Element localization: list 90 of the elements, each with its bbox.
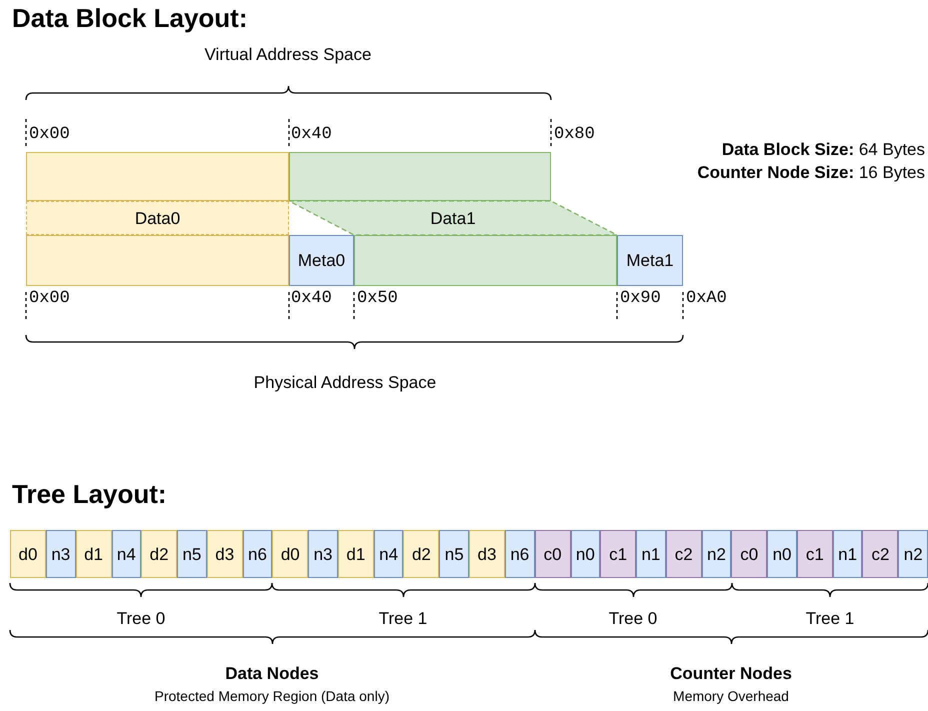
brace-label: Virtual Address Space: [204, 44, 372, 66]
node-label: c1: [806, 546, 824, 562]
tree-node-cell: [46, 530, 76, 578]
node-label: n2: [904, 546, 923, 562]
node-label: n4: [116, 546, 136, 562]
node-label: c2: [674, 546, 693, 562]
brace-label: Tree 1: [806, 608, 854, 630]
tree-node-cell: [374, 530, 404, 578]
brace-label: Counter Nodes: [670, 663, 792, 684]
data-node-cell: [141, 530, 178, 578]
node-label: n5: [444, 546, 464, 562]
data-node-cell: [338, 530, 374, 578]
data-node-cell: [403, 530, 440, 578]
brace-label: Tree 0: [608, 608, 658, 630]
address-label: 0xA0: [686, 288, 727, 310]
node-label: n0: [576, 546, 595, 562]
data-block: [354, 235, 617, 286]
brace-sublabel: Protected Memory Region (Data only): [154, 688, 390, 706]
size-note: Data Block Size: 64 Bytes: [722, 139, 925, 160]
data-node-cell: [76, 530, 112, 578]
node-label: d3: [215, 546, 234, 562]
tree-node-cell: [505, 530, 535, 578]
counter-node-cell: [731, 530, 768, 578]
node-label: d0: [18, 546, 38, 562]
node-label: d2: [412, 546, 431, 562]
node-label: Meta0: [298, 252, 346, 269]
tree-node-cell: [308, 530, 338, 578]
data-node-cell: [206, 530, 243, 578]
node-label: c0: [544, 546, 562, 562]
tree-node-cell: [242, 530, 272, 578]
brace-label: Tree 0: [116, 608, 166, 630]
tree-node-cell: [636, 530, 666, 578]
counter-node-cell: [796, 530, 833, 578]
section-heading: Tree Layout:: [12, 478, 167, 510]
node-label: c0: [740, 546, 758, 562]
node-label: d0: [280, 546, 300, 562]
tree-node-cell: [177, 530, 207, 578]
node-label: Data0: [134, 210, 180, 226]
brace-sublabel: Memory Overhead: [673, 688, 789, 706]
node-label: n3: [314, 546, 333, 562]
node-label: c2: [871, 546, 890, 562]
tree-node-cell: [112, 530, 142, 578]
node-label: n2: [707, 546, 726, 562]
tree-node-cell: [570, 530, 600, 578]
node-label: n1: [641, 546, 660, 562]
address-label: 0x40: [291, 288, 332, 310]
address-label: 0x50: [357, 288, 398, 310]
data-block: [289, 152, 551, 201]
counter-node-cell: [600, 530, 636, 578]
brace-label: Data Nodes: [225, 663, 319, 684]
counter-node-cell: [534, 530, 571, 578]
data-node-cell: [272, 530, 308, 578]
node-label: n4: [379, 546, 398, 562]
address-label: 0x80: [554, 124, 595, 146]
tree-node-cell: [702, 530, 732, 578]
tree-node-cell: [832, 530, 862, 578]
node-label: d2: [150, 546, 169, 562]
data-node-cell: [469, 530, 505, 578]
address-label: 0x00: [29, 124, 70, 146]
address-label: 0x40: [291, 124, 332, 146]
size-note: Counter Node Size: 16 Bytes: [697, 162, 925, 184]
address-label: 0x00: [29, 288, 70, 310]
metadata-block: [289, 235, 354, 286]
section-heading: Data Block Layout:: [12, 2, 248, 34]
metadata-block: [617, 235, 683, 286]
node-label: d3: [478, 546, 496, 562]
node-label: n6: [248, 546, 267, 562]
data-block: [26, 235, 289, 286]
tree-node-cell: [439, 530, 469, 578]
node-label: d1: [84, 546, 104, 562]
node-label: Meta1: [626, 252, 674, 269]
brace-label: Physical Address Space: [254, 372, 436, 394]
mapping-band: [26, 201, 289, 235]
node-label: n6: [510, 546, 530, 562]
address-label: 0x90: [620, 288, 661, 310]
node-label: n1: [838, 546, 858, 562]
node-label: c1: [609, 546, 628, 562]
node-label: n5: [182, 546, 202, 562]
data-block: [26, 152, 289, 201]
tree-node-cell: [898, 530, 928, 578]
node-label: n0: [772, 546, 792, 562]
data-node-cell: [10, 530, 46, 578]
counter-node-cell: [666, 530, 702, 578]
counter-node-cell: [862, 530, 898, 578]
tree-node-cell: [767, 530, 797, 578]
brace-label: Tree 1: [378, 608, 428, 630]
node-label: d1: [346, 546, 366, 562]
node-label: Data1: [430, 210, 476, 226]
node-label: n3: [51, 546, 70, 562]
mapping-band: [289, 201, 617, 235]
